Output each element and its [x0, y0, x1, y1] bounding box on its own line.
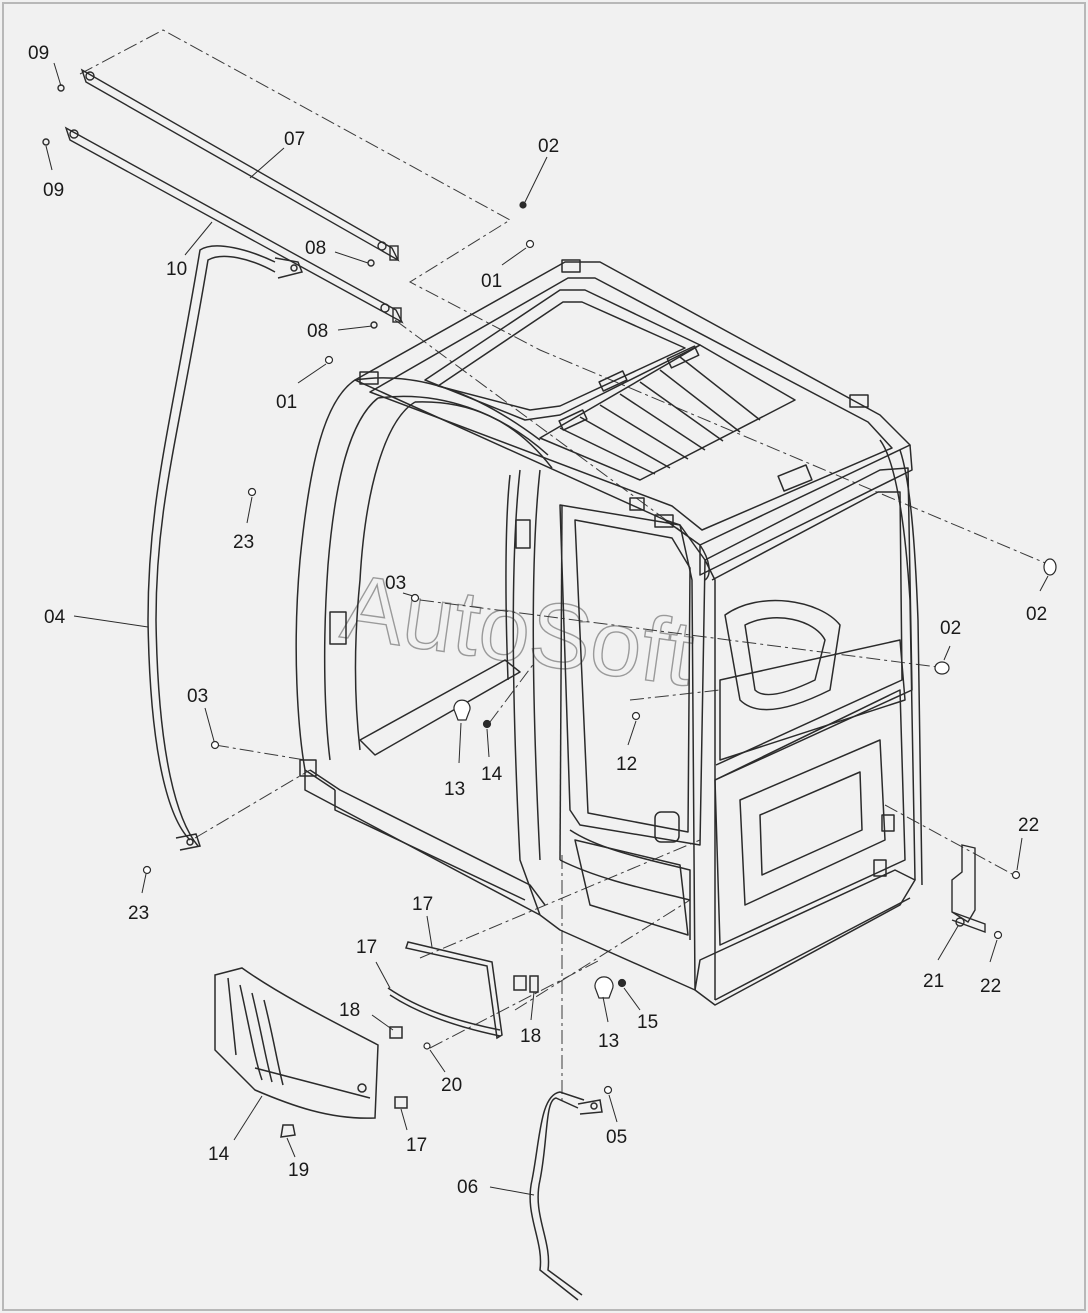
callout-05: 05: [606, 1127, 627, 1148]
callout-20: 20: [441, 1075, 462, 1096]
callout-21: 21: [923, 971, 944, 992]
seal-strip: [387, 941, 539, 1040]
callout-09-top: 09: [28, 43, 49, 64]
callout-07: 07: [284, 129, 305, 150]
wire-harness: [529, 1091, 603, 1301]
callout-labels: 09 09 07 10 08 08 02 01 01 23 04 03 03 1…: [28, 43, 1047, 1198]
upper-rods: [42, 68, 404, 329]
right-bracket: [951, 844, 986, 933]
callout-08-lower: 08: [307, 321, 328, 342]
callout-02-top: 02: [538, 136, 559, 157]
callout-12-right: 13: [598, 1031, 619, 1052]
callout-01-lower: 01: [276, 392, 297, 413]
fasteners: [142, 201, 1057, 1095]
callout-03-lower: 03: [187, 686, 208, 707]
callout-08-upper: 08: [305, 238, 326, 259]
callout-19: 19: [288, 1160, 309, 1181]
callout-09-lower: 09: [43, 180, 64, 201]
callout-01-upper: 01: [481, 271, 502, 292]
callout-11: 12: [616, 754, 637, 775]
callout-13-left: 14: [481, 764, 503, 785]
assembly-dash-lines: [79, 29, 1051, 1105]
callout-14: 14: [208, 1144, 230, 1165]
callout-06: 06: [457, 1177, 478, 1198]
leader-lines: [45, 62, 1049, 1196]
cab-frame: [295, 259, 923, 1006]
callout-23-upper: 23: [233, 532, 254, 553]
handrail: [147, 245, 304, 851]
callout-10: 10: [166, 259, 187, 280]
callout-12-left: 13: [444, 779, 465, 800]
callout-15: 17: [412, 894, 433, 915]
front-cover: [214, 967, 408, 1138]
callout-13-right: 15: [637, 1012, 658, 1033]
callout-18: 18: [520, 1026, 541, 1047]
callout-02-right-outer: 02: [1026, 604, 1047, 625]
callout-23-lower: 23: [128, 903, 149, 924]
callout-17-lower: 17: [406, 1135, 427, 1156]
callout-22-lower: 22: [980, 976, 1001, 997]
callout-22-upper: 22: [1018, 815, 1039, 836]
callout-16: 17: [356, 937, 377, 958]
callout-04: 04: [44, 607, 66, 628]
callout-02-right-inner: 02: [940, 618, 961, 639]
callout-03-upper: 03: [385, 573, 406, 594]
callout-17-upper: 18: [339, 1000, 360, 1021]
